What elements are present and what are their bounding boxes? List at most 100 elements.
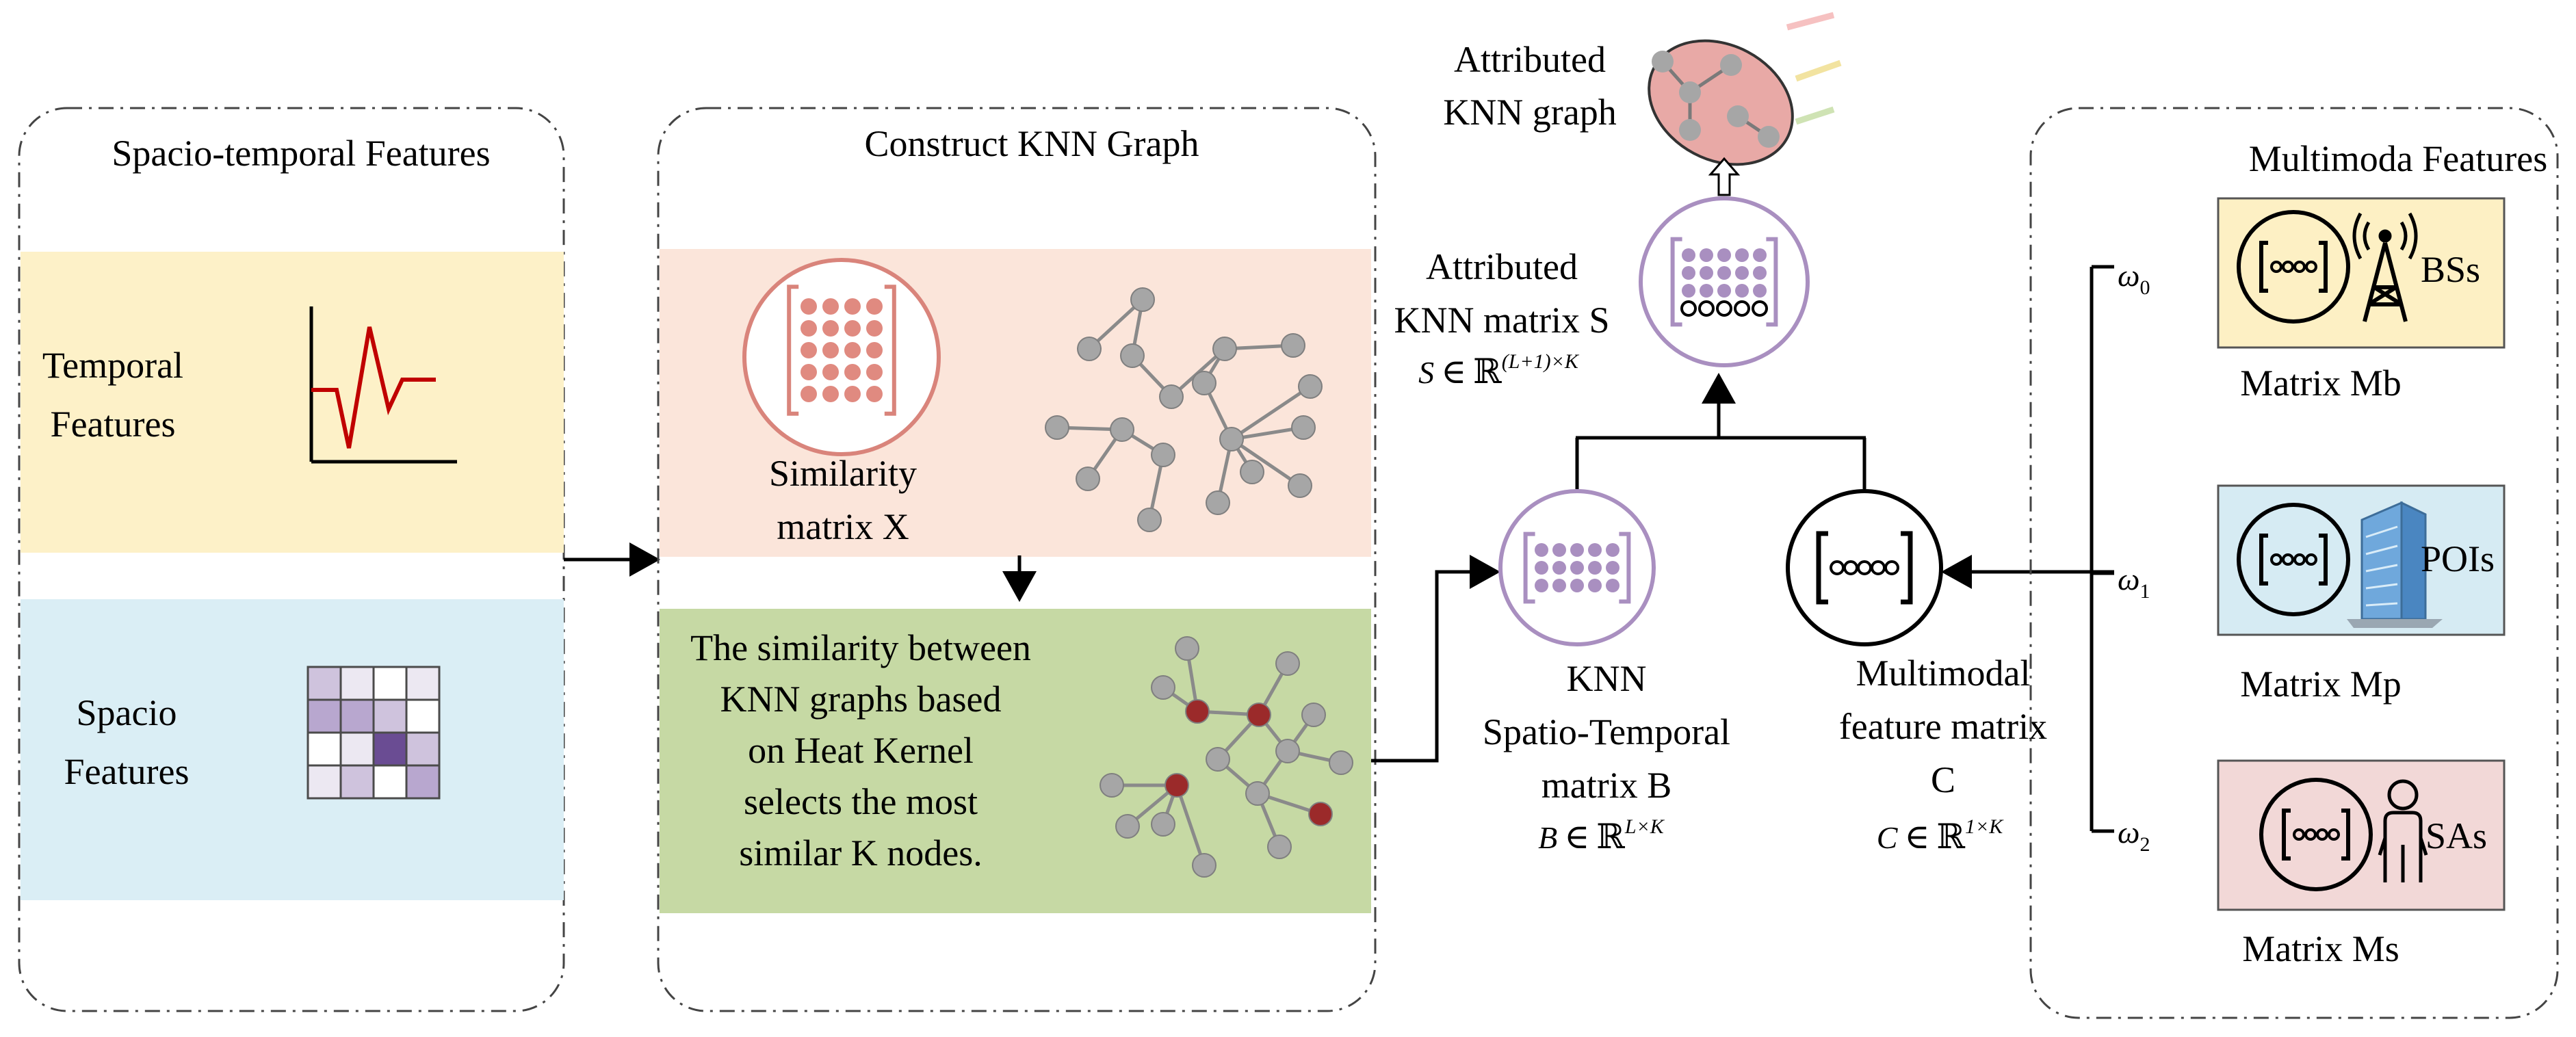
graph-node xyxy=(1291,415,1316,440)
knn-st-label-1: KNN xyxy=(1567,658,1647,699)
heat-kernel-text-2: KNN graphs based xyxy=(720,679,1002,720)
matrix-dot xyxy=(1535,579,1548,592)
knn-graph-panel: Construct KNN Graph Similarity matrix X … xyxy=(657,107,1377,1012)
matrix-dot xyxy=(822,364,839,380)
weight-omega-0: ω0 xyxy=(2118,258,2150,299)
matrix-dot xyxy=(1717,266,1731,280)
matrix-dot xyxy=(1752,300,1768,317)
knn-matrix-b-dots xyxy=(1523,531,1631,604)
attributed-matrix-label: Attributed xyxy=(1426,246,1578,287)
matrix-dot xyxy=(866,320,883,337)
multimodal-matrix-label-2: feature matrix xyxy=(1839,706,2047,747)
matrix-mb-card: BSs xyxy=(2217,197,2506,349)
matrix-dot xyxy=(822,342,839,358)
temporal-features-label: Temporal xyxy=(42,345,183,386)
signal-chart-icon xyxy=(309,306,457,464)
matrix-ms-label: Matrix Ms xyxy=(2242,928,2399,969)
spacio-features-label-2: Features xyxy=(64,751,190,792)
multimodal-panel: Multimoda Features ω0 ω1 ω2 xyxy=(2029,107,2559,1019)
heat-kernel-text-1: The similarity between xyxy=(690,627,1031,668)
matrix-dot xyxy=(1570,579,1584,592)
graph-node xyxy=(1110,417,1134,442)
multimodal-matrix-label-1: Multimodal xyxy=(1856,653,2031,694)
matrix-dot xyxy=(1588,543,1602,557)
matrix-dot xyxy=(1698,300,1715,317)
graph-node xyxy=(1247,703,1271,727)
graph-node xyxy=(1192,853,1217,878)
matrix-dot xyxy=(822,298,839,315)
graph-node xyxy=(1329,750,1353,775)
graph-node xyxy=(1100,773,1124,798)
graph-node xyxy=(1212,337,1237,361)
graph-node xyxy=(1288,473,1312,498)
graph-node xyxy=(1165,773,1189,798)
knn-graph-title: Construct KNN Graph xyxy=(865,123,1199,164)
matrix-dot xyxy=(1735,248,1749,262)
attributed-graph-label: Attributed xyxy=(1454,39,1606,80)
graph-node xyxy=(1281,333,1305,358)
building-icon xyxy=(2347,501,2443,628)
matrix-mb-label: Matrix Mb xyxy=(2240,363,2402,404)
arrow-to-knn-matrix-b xyxy=(1371,555,1500,763)
matrix-dot xyxy=(1570,543,1584,557)
graph-node xyxy=(1151,675,1175,700)
graph-node xyxy=(1219,427,1244,451)
matrix-dot xyxy=(1717,248,1731,262)
matrix-dot xyxy=(1606,579,1619,592)
graph-node xyxy=(1298,374,1323,399)
matrix-dot xyxy=(1735,284,1749,298)
person-icon xyxy=(2378,779,2428,882)
similarity-label: Similarity xyxy=(769,453,917,494)
matrix-dot xyxy=(1753,284,1767,298)
matrix-dot xyxy=(1606,561,1619,575)
graph-node xyxy=(1192,371,1217,395)
matrix-dot xyxy=(866,342,883,358)
matrix-dot xyxy=(866,364,883,380)
attributed-matrix-s-icon xyxy=(1639,196,1810,367)
hollow-up-arrow-icon xyxy=(1708,157,1741,196)
tag-bss: BSs xyxy=(2421,249,2480,290)
graph-node xyxy=(1115,814,1140,839)
matrix-dot xyxy=(1682,248,1695,262)
antenna-tower-icon xyxy=(2352,212,2418,322)
matrix-dot xyxy=(822,386,839,402)
knn-st-label-2: Spatio-Temporal xyxy=(1483,711,1730,752)
graph-node xyxy=(1245,781,1270,806)
weight-omega-2: ω2 xyxy=(2118,815,2150,856)
matrix-dot xyxy=(1753,266,1767,280)
graph-node xyxy=(1206,747,1230,772)
temporal-features-label-2: Features xyxy=(51,404,176,445)
matrix-dot xyxy=(1682,266,1695,280)
spatial-grid-icon xyxy=(307,666,441,800)
similarity-matrix-icon xyxy=(742,258,941,456)
matrix-dot xyxy=(844,298,861,315)
multimodal-title: Multimoda Features xyxy=(2249,138,2547,179)
bracket-icon xyxy=(1816,531,1913,605)
formula-b: B∈ℝL×K xyxy=(1538,815,1665,856)
heat-kernel-text-4: selects the most xyxy=(744,781,978,822)
matrix-dot xyxy=(844,364,861,380)
matrix-dot xyxy=(801,320,817,337)
heat-kernel-box xyxy=(660,609,1371,913)
weight-omega-1: ω1 xyxy=(2118,562,2150,603)
signal-line-icon xyxy=(311,326,436,449)
matrix-dot xyxy=(1735,266,1749,280)
formula-c: C∈ℝ1×K xyxy=(1877,815,2005,856)
graph-node xyxy=(1159,384,1184,409)
graph-node xyxy=(1151,812,1175,837)
matrix-dot xyxy=(1700,248,1713,262)
matrix-dot xyxy=(1535,561,1548,575)
graph-node xyxy=(1301,703,1326,727)
multimodal-matrix-c-icon xyxy=(1786,489,1943,646)
matrix-dot xyxy=(844,386,861,402)
matrix-dot xyxy=(1753,248,1767,262)
heat-kernel-text-5: similar K nodes. xyxy=(739,832,982,874)
matrix-dot xyxy=(1552,543,1566,557)
matrix-dot xyxy=(1716,300,1732,317)
temporal-features-box xyxy=(21,252,564,553)
attributed-graph-icon xyxy=(1648,12,1842,166)
attributed-graph-label-2: KNN graph xyxy=(1443,92,1616,133)
matrix-dot xyxy=(801,342,817,358)
matrix-dot xyxy=(801,298,817,315)
